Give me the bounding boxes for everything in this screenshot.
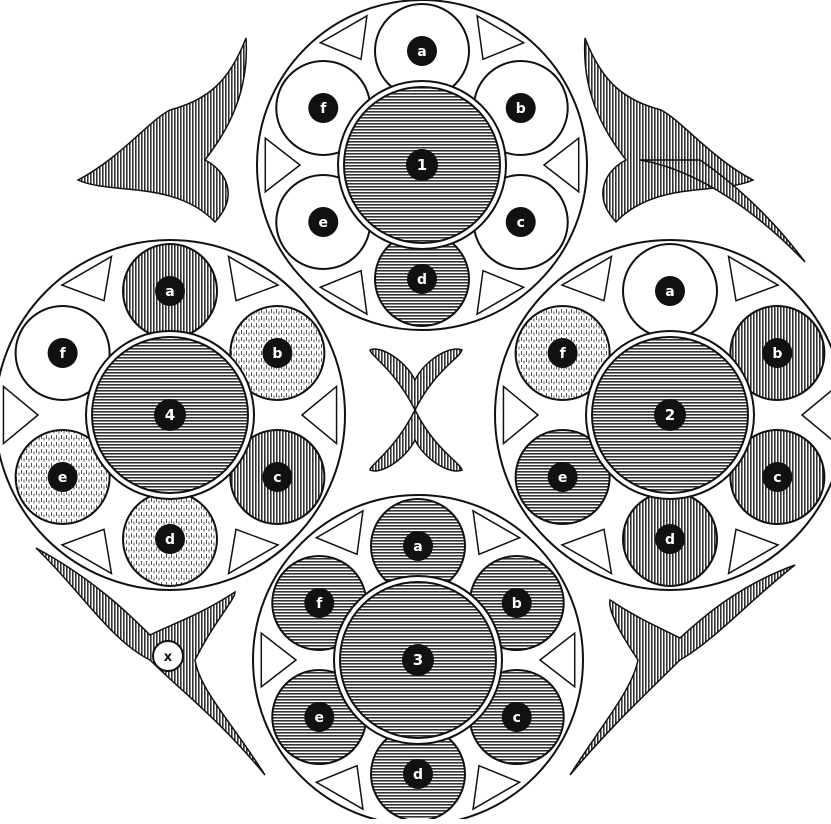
satellite-d: d [623, 492, 717, 586]
leaf-motif-top-left [78, 38, 246, 222]
satellite-label: d [417, 272, 427, 288]
satellite-label: f [316, 596, 323, 612]
satellite-d: d [123, 492, 217, 586]
satellite-label: c [517, 215, 525, 231]
satellite-label: b [512, 596, 522, 612]
satellite-label: c [273, 470, 281, 486]
satellite-label: a [165, 284, 174, 300]
satellite-label: d [665, 532, 675, 548]
satellite-label: a [665, 284, 674, 300]
center-petal-motif [370, 349, 462, 471]
center-label: 1 [417, 156, 427, 174]
center-label: 4 [165, 406, 175, 424]
leaf-motif-top-right [585, 38, 805, 262]
marker: x [153, 641, 183, 671]
cluster-2: a b c d e f 2 [495, 240, 831, 590]
satellite-label: f [560, 346, 567, 362]
satellite-label: c [773, 470, 781, 486]
satellite-label: e [315, 710, 325, 726]
cluster-4: a b c d e f 4 [0, 240, 345, 590]
satellite-a: a [123, 244, 217, 338]
satellite-label: b [772, 346, 782, 362]
marker-label: x [164, 650, 173, 665]
satellite-label: f [320, 101, 327, 117]
leaf-motif-bottom-right [570, 565, 795, 775]
satellite-label: c [513, 710, 521, 726]
satellite-label: a [417, 44, 426, 60]
center-label: 2 [665, 406, 675, 424]
satellite-label: d [413, 767, 423, 783]
cluster-3: a b c d e f 3 [253, 495, 583, 819]
satellite-a: a [623, 244, 717, 338]
cluster-1: a b c d e f 1 [257, 0, 587, 330]
satellite-label: b [516, 101, 526, 117]
satellite-label: a [413, 539, 422, 555]
center-label: 3 [413, 651, 423, 669]
satellite-label: d [165, 532, 175, 548]
satellite-label: b [272, 346, 282, 362]
satellite-label: f [60, 346, 67, 362]
satellite-label: e [319, 215, 329, 231]
satellite-label: e [58, 470, 68, 486]
satellite-label: e [558, 470, 568, 486]
